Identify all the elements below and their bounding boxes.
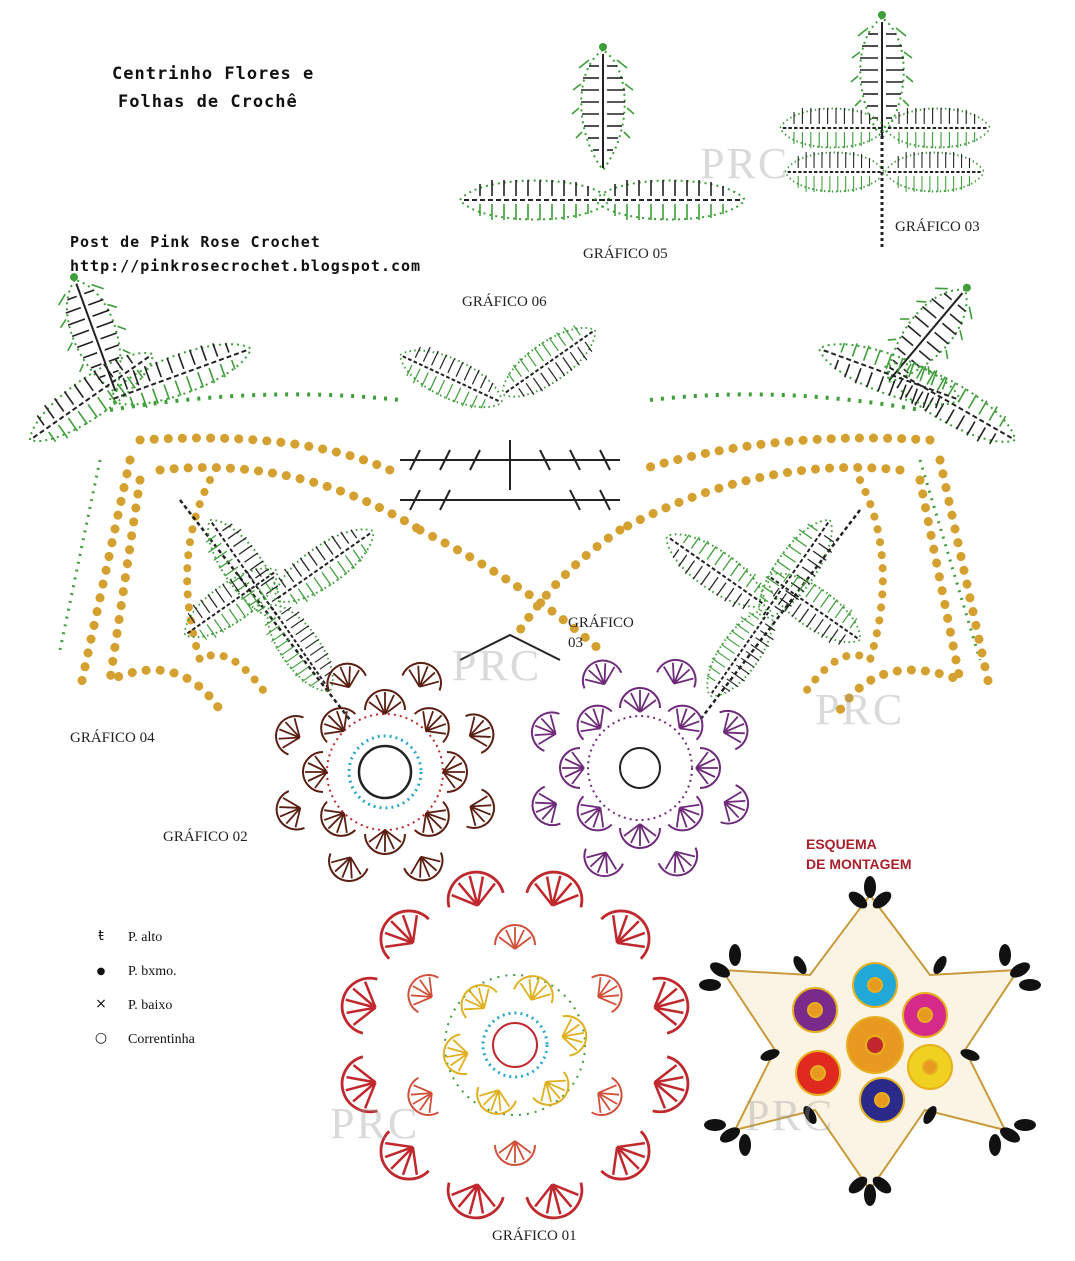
label-chart-03-top: GRÁFICO 03 xyxy=(895,219,980,235)
credit-author: Post de Pink Rose Crochet xyxy=(70,233,321,251)
chart-01-flower xyxy=(334,864,696,1226)
legend-label: P. baixo xyxy=(128,998,173,1013)
watermark: PRC xyxy=(815,685,905,734)
stitch-legend: ŧ P. alto ● P. bxmo. × P. baixo ○ Corren… xyxy=(92,928,292,1064)
label-chart-05: GRÁFICO 05 xyxy=(583,246,668,262)
single-stitch-icon: × xyxy=(95,996,107,1012)
assembly-title-line-2: DE MONTAGEM xyxy=(806,856,912,872)
title-line-1: Centrinho Flores e xyxy=(112,64,315,84)
chart-03-leaves-mid xyxy=(654,507,873,721)
label-chart-03-mid: GRÁFICO 03 xyxy=(568,615,634,651)
assembly-diagram xyxy=(699,876,1041,1206)
label-chart-02: GRÁFICO 02 xyxy=(163,829,248,845)
chart-03-flower xyxy=(524,652,756,884)
chart-02-flower xyxy=(268,655,502,889)
slip-stitch-icon: ● xyxy=(96,966,106,977)
legend-label: Correntinha xyxy=(128,1032,195,1047)
credit-block: Post de Pink Rose Crochet http://pinkros… xyxy=(70,230,590,278)
watermark: PRC xyxy=(745,1091,835,1140)
tall-stitch-icon: ŧ xyxy=(98,928,104,944)
label-chart-04: GRÁFICO 04 xyxy=(70,730,155,746)
chart-03-leaves-top xyxy=(779,10,991,248)
label-chart-01: GRÁFICO 01 xyxy=(492,1228,577,1244)
watermark: PRC xyxy=(700,139,790,188)
legend-row-slip-stitch: ● P. bxmo. xyxy=(92,962,292,996)
legend-row-tall-stitch: ŧ P. alto xyxy=(92,928,292,962)
watermark: PRC xyxy=(452,641,542,690)
legend-label: P. bxmo. xyxy=(128,964,177,979)
chain-stitch-icon: ○ xyxy=(94,1030,108,1046)
credit-url: http://pinkrosecrochet.blogspot.com xyxy=(70,257,422,275)
legend-row-chain-stitch: ○ Correntinha xyxy=(92,1030,292,1064)
chart-06-border xyxy=(17,261,1026,715)
legend-row-single-stitch: × P. baixo xyxy=(92,996,292,1030)
label-chart-06: GRÁFICO 06 xyxy=(462,294,547,310)
page-title: Centrinho Flores e Folhas de Crochê xyxy=(112,60,432,116)
title-line-2: Folhas de Crochê xyxy=(118,92,298,112)
assembly-title: ESQUEMA DE MONTAGEM xyxy=(806,834,966,874)
watermark: PRC xyxy=(330,1099,420,1148)
chart-04-leaves xyxy=(172,499,386,721)
chart-05-leaves xyxy=(459,42,746,221)
assembly-title-line-1: ESQUEMA xyxy=(806,836,877,852)
legend-label: P. alto xyxy=(128,930,163,945)
